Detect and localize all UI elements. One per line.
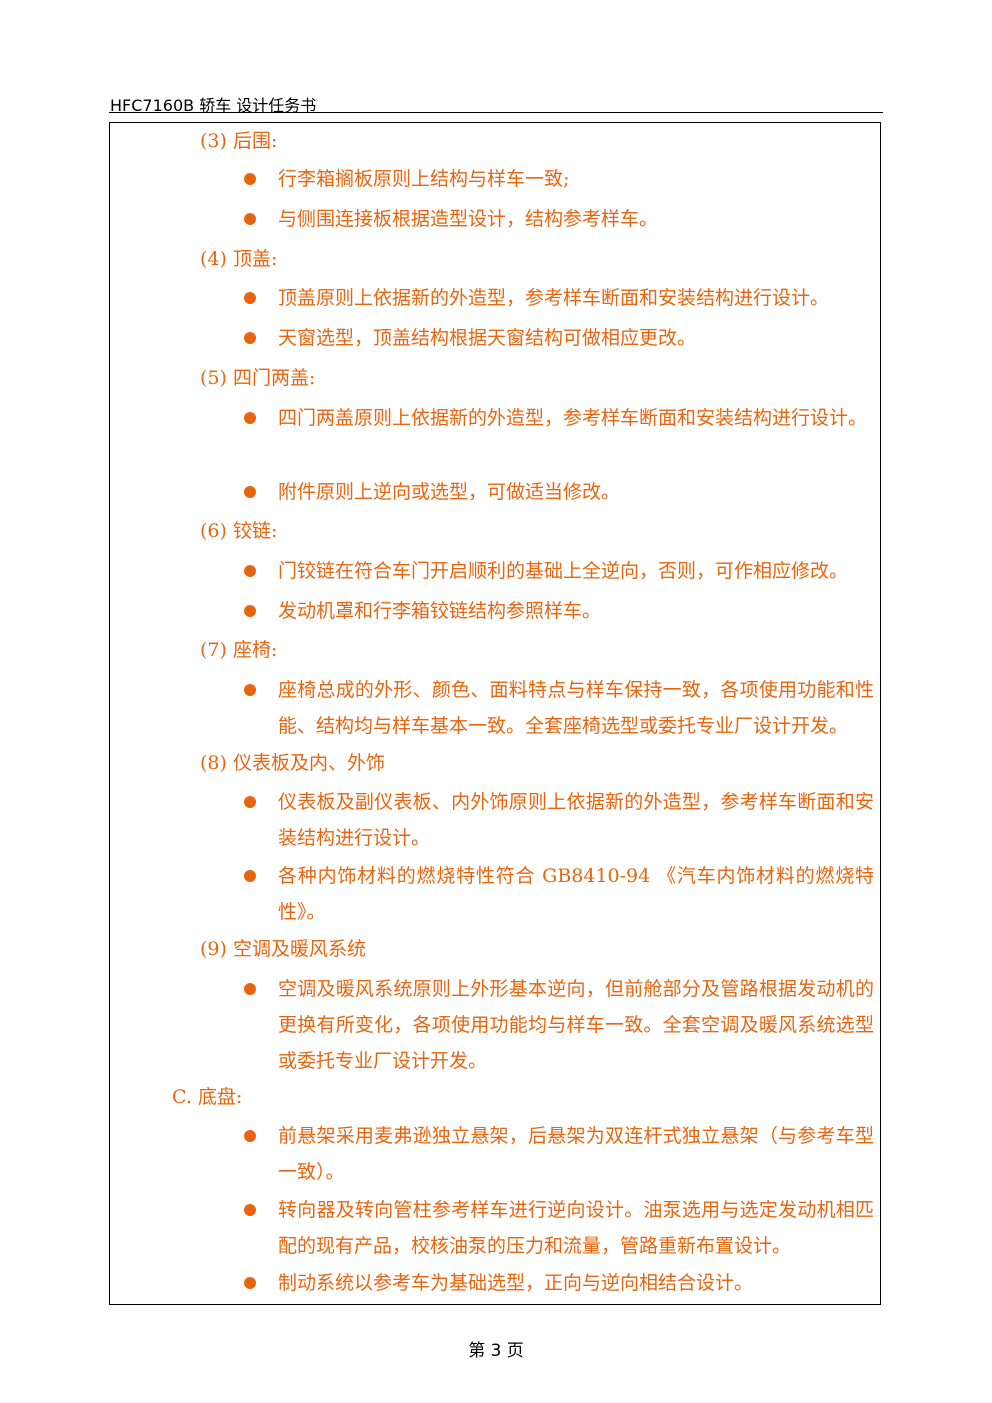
bullet-icon <box>244 796 256 808</box>
bullet-icon <box>244 1277 256 1289</box>
page-number: 第 3 页 <box>468 1341 524 1361</box>
list-item: 各种内饰材料的燃烧特性符合 GB8410-94 《汽车内饰材料的燃烧特性》。 <box>278 865 874 923</box>
list-item: 座椅总成的外形、颜色、面料特点与样车保持一致，各项使用功能和性能、结构均与样车基… <box>278 679 874 737</box>
document-header-title: HFC7160B 轿车 设计任务书 <box>110 96 317 115</box>
bullet-icon <box>244 292 256 304</box>
bullet-icon <box>244 565 256 577</box>
list-item: 发动机罩和行李箱铰链结构参照样车。 <box>278 600 602 622</box>
bullet-icon <box>244 173 256 185</box>
list-item: 仪表板及副仪表板、内外饰原则上依据新的外造型，参考样车断面和安装结构进行设计。 <box>278 791 874 849</box>
bullet-icon <box>244 983 256 995</box>
bullet-icon <box>244 213 256 225</box>
section-heading-seats: (7) 座椅: <box>200 639 278 661</box>
section-heading-hinges: (6) 铰链: <box>200 520 278 542</box>
bullet-icon <box>244 412 256 424</box>
list-item: 转向器及转向管柱参考样车进行逆向设计。油泵选用与选定发动机相匹配的现有产品，校核… <box>278 1199 874 1257</box>
list-item: 制动系统以参考车为基础选型，正向与逆向相结合设计。 <box>278 1272 754 1294</box>
list-item: 顶盖原则上依据新的外造型，参考样车断面和安装结构进行设计。 <box>278 287 830 309</box>
bullet-icon <box>244 870 256 882</box>
bullet-icon <box>244 1204 256 1216</box>
section-heading-hvac: (9) 空调及暖风系统 <box>200 938 366 960</box>
list-item: 四门两盖原则上依据新的外造型，参考样车断面和安装结构进行设计。 <box>278 407 868 429</box>
list-item: 天窗选型，顶盖结构根据天窗结构可做相应更改。 <box>278 327 697 349</box>
section-heading-rear-wall: (3) 后围: <box>200 130 278 152</box>
section-heading-chassis: C. 底盘: <box>172 1086 243 1108</box>
list-item: 前悬架采用麦弗逊独立悬架，后悬架为双连杆式独立悬架（与参考车型一致）。 <box>278 1125 874 1183</box>
list-item: 与侧围连接板根据造型设计，结构参考样车。 <box>278 208 659 230</box>
content-frame <box>109 122 881 1305</box>
list-item: 行李箱搁板原则上结构与样车一致; <box>278 168 570 190</box>
bullet-icon <box>244 684 256 696</box>
bullet-icon <box>244 486 256 498</box>
list-item: 空调及暖风系统原则上外形基本逆向，但前舱部分及管路根据发动机的更换有所变化，各项… <box>278 978 874 1072</box>
list-item: 附件原则上逆向或选型，可做适当修改。 <box>278 481 621 503</box>
section-heading-roof: (4) 顶盖: <box>200 248 278 270</box>
header-divider <box>109 112 883 113</box>
bullet-icon <box>244 1130 256 1142</box>
section-heading-doors-lids: (5) 四门两盖: <box>200 367 316 389</box>
bullet-icon <box>244 332 256 344</box>
bullet-icon <box>244 605 256 617</box>
list-item: 门铰链在符合车门开启顺利的基础上全逆向，否则，可作相应修改。 <box>278 560 849 582</box>
section-heading-instrument-panel: (8) 仪表板及内、外饰 <box>200 752 385 774</box>
